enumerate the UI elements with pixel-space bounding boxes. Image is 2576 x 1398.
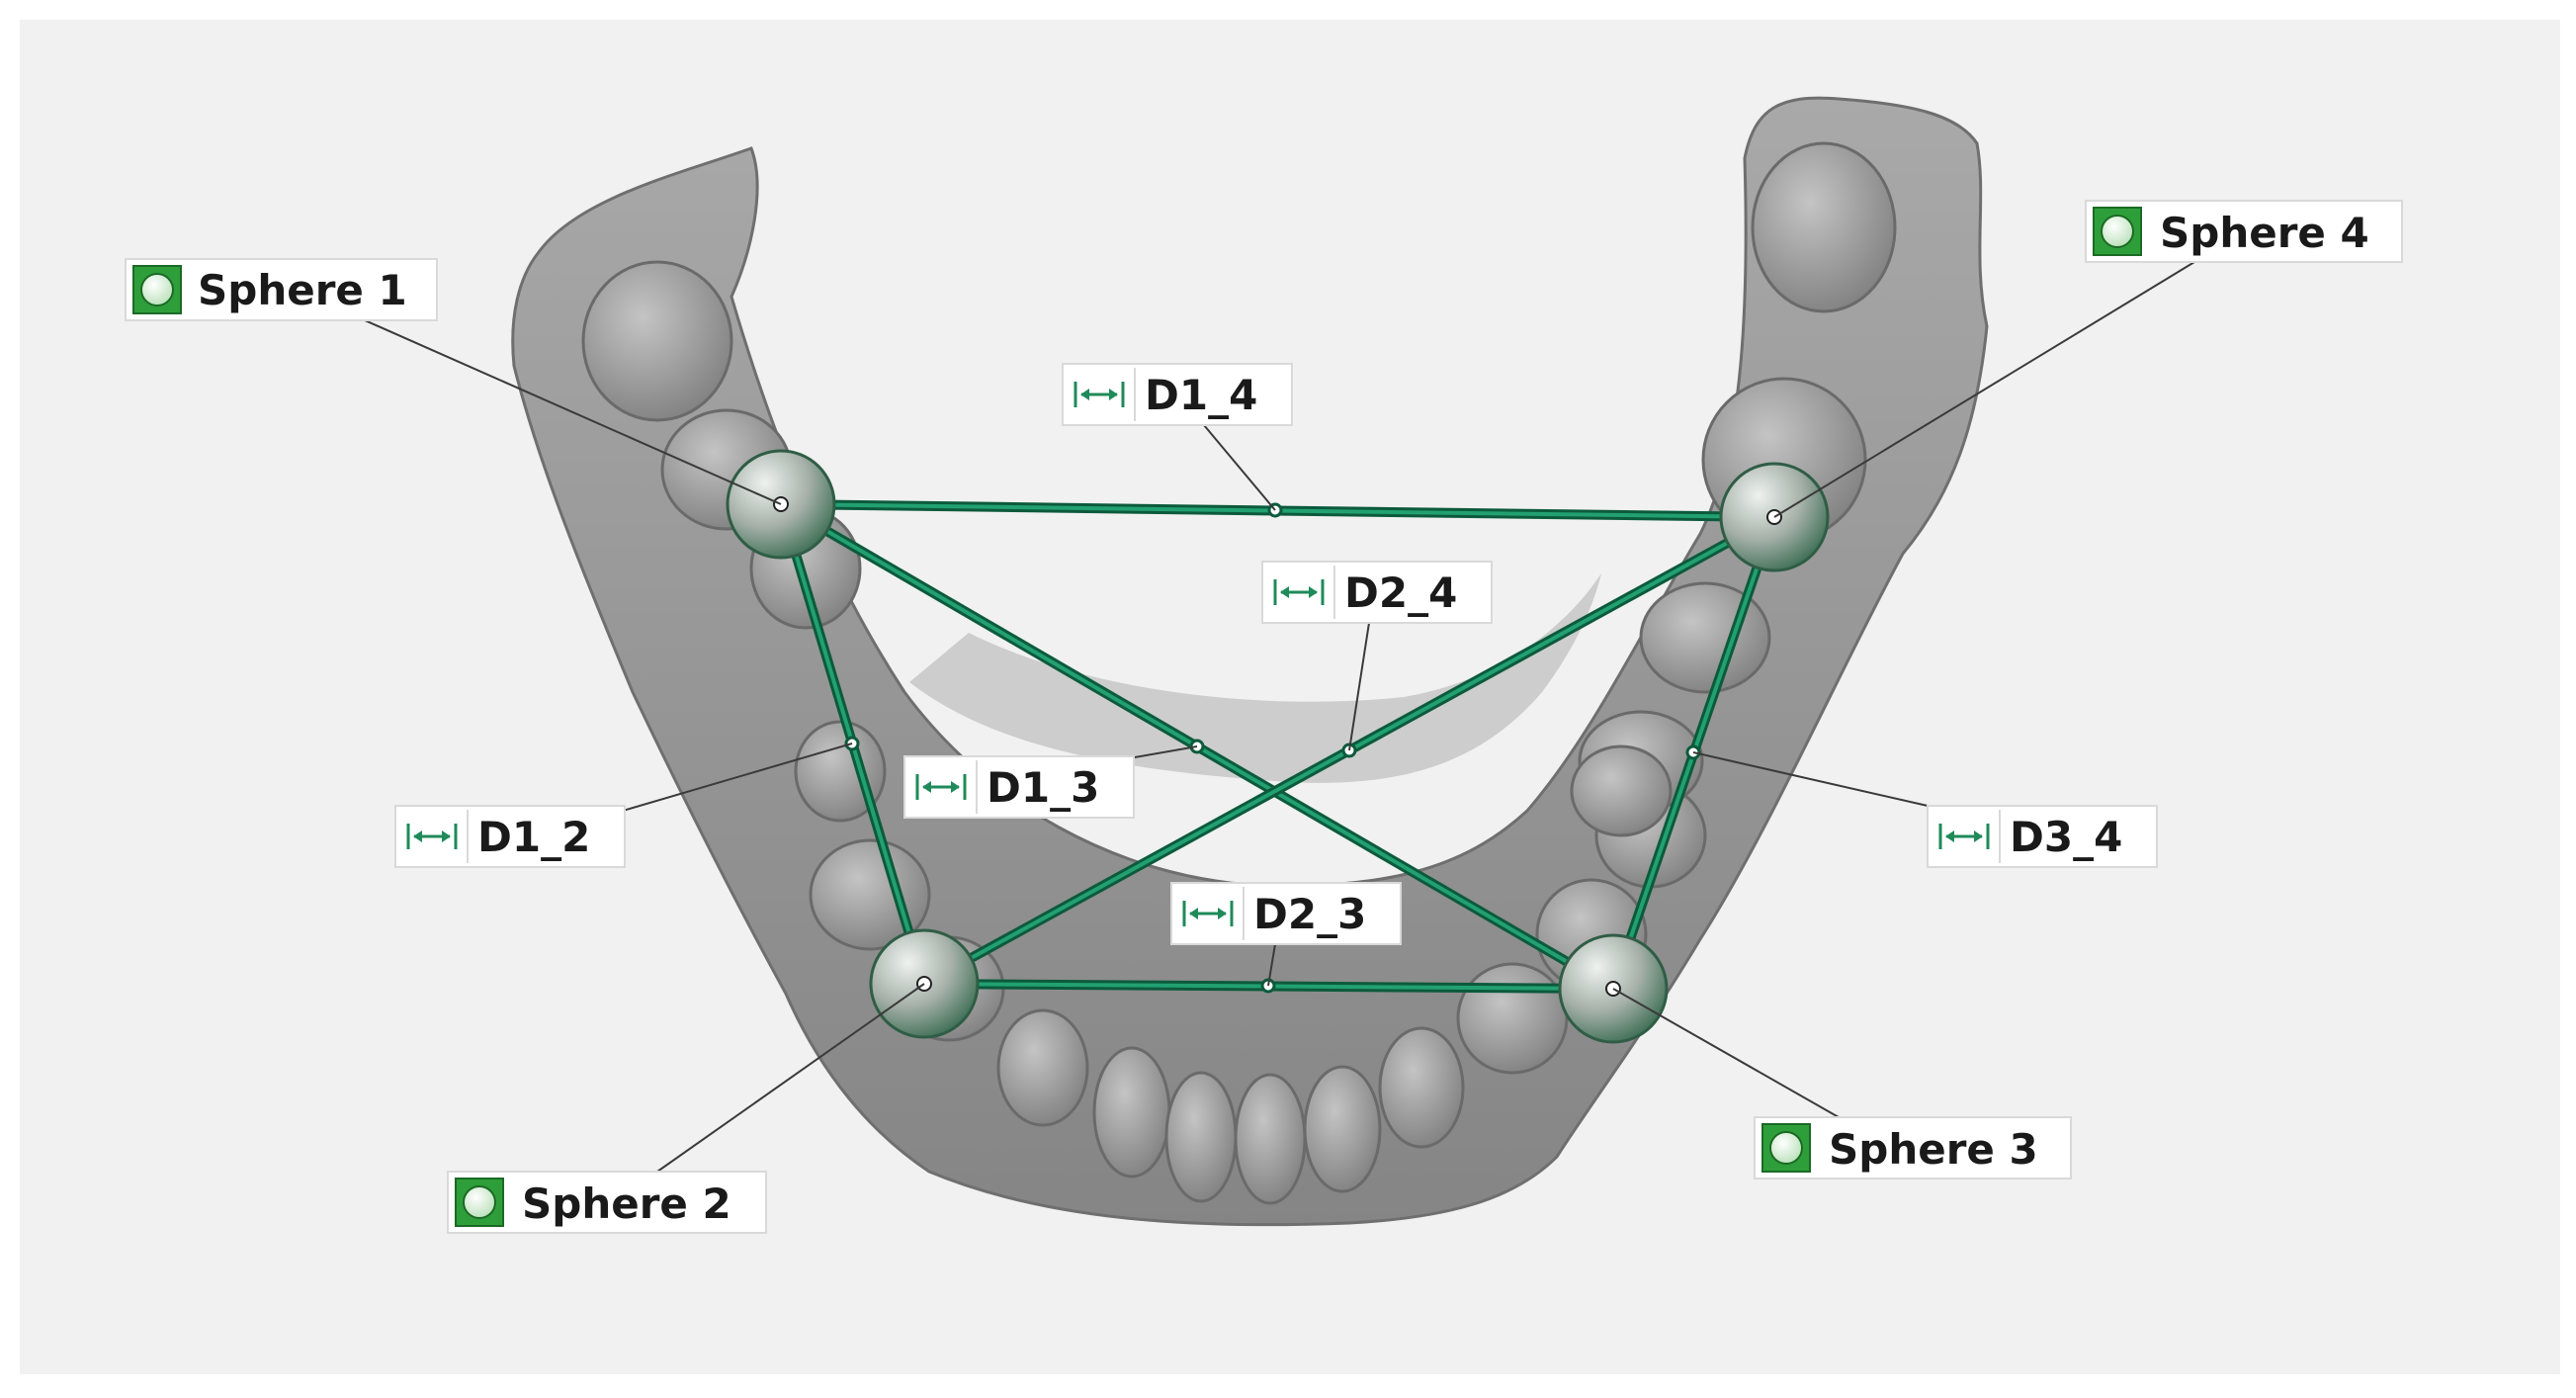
tooth bbox=[1092, 1046, 1171, 1179]
distance-measure-icon bbox=[1073, 382, 1125, 407]
tooth bbox=[1456, 962, 1569, 1075]
tooth bbox=[581, 260, 733, 422]
distance-label-d14[interactable]: D1_4 bbox=[1062, 363, 1293, 426]
distance-label-d24[interactable]: D2_4 bbox=[1261, 561, 1493, 624]
sphere-feature-icon bbox=[2093, 207, 2142, 256]
sphere-label-4[interactable]: Sphere 4 bbox=[2085, 200, 2403, 263]
distance-label-text: D1_4 bbox=[1145, 371, 1257, 419]
distance-label-text: D2_4 bbox=[1344, 568, 1457, 617]
distance-label-d12[interactable]: D1_2 bbox=[394, 805, 626, 868]
tooth bbox=[1164, 1071, 1238, 1203]
distance-label-text: D1_3 bbox=[987, 763, 1099, 812]
tooth bbox=[996, 1008, 1089, 1127]
distance-measure-icon bbox=[915, 774, 967, 800]
distance-label-text: D3_4 bbox=[2010, 813, 2122, 861]
sphere-label-text: Sphere 3 bbox=[1829, 1125, 2038, 1174]
distance-label-text: D2_3 bbox=[1253, 890, 1366, 938]
sphere-label-text: Sphere 1 bbox=[198, 266, 407, 314]
sphere-label-2[interactable]: Sphere 2 bbox=[447, 1171, 767, 1234]
tooth bbox=[809, 838, 931, 951]
tooth bbox=[1234, 1073, 1307, 1205]
tooth bbox=[1378, 1026, 1465, 1149]
tooth bbox=[1303, 1065, 1382, 1193]
distance-label-d23[interactable]: D2_3 bbox=[1170, 882, 1402, 945]
distance-label-d13[interactable]: D1_3 bbox=[903, 755, 1135, 819]
tooth bbox=[1751, 141, 1897, 313]
sphere-label-text: Sphere 4 bbox=[2160, 209, 2369, 257]
distance-label-d34[interactable]: D3_4 bbox=[1927, 805, 2158, 868]
sphere-label-text: Sphere 2 bbox=[522, 1180, 731, 1228]
distance-measure-icon bbox=[1938, 824, 1990, 849]
distance-measure-icon bbox=[1273, 579, 1325, 605]
distance-measure-icon bbox=[1182, 901, 1234, 926]
distance-measure-icon bbox=[406, 824, 458, 849]
sphere-feature-icon bbox=[455, 1178, 504, 1227]
sphere-feature-icon bbox=[132, 265, 182, 314]
sphere-label-3[interactable]: Sphere 3 bbox=[1754, 1116, 2072, 1180]
tooth bbox=[1570, 744, 1673, 837]
leader-lines bbox=[355, 261, 2195, 1173]
distance-label-text: D1_2 bbox=[477, 813, 590, 861]
tooth bbox=[794, 720, 887, 823]
sphere-feature-icon bbox=[1761, 1123, 1811, 1173]
sphere-label-1[interactable]: Sphere 1 bbox=[125, 258, 438, 321]
